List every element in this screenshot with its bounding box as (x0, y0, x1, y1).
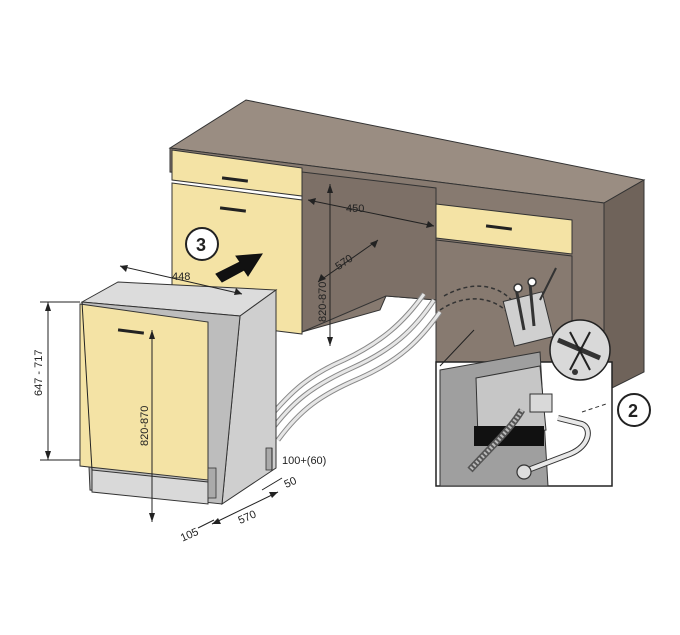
dim-cabinet-width: 450 (307, 198, 435, 228)
dim-label-50: 50 (282, 475, 298, 491)
dishwasher-leg-back (265, 447, 273, 471)
dim-plinth-depth: 50 (261, 475, 299, 491)
dim-label-105: 105 (179, 526, 201, 544)
push-arrow-icon (215, 253, 263, 283)
dim-label-cabinet-height: 820-870 (317, 282, 329, 322)
dim-label-450: 450 (346, 203, 364, 215)
dim-cabinet-height: 820-870 (317, 184, 333, 346)
dishwasher (79, 281, 278, 505)
dim-label-570-dw: 570 (236, 508, 258, 526)
connection-detail-inset (435, 351, 613, 487)
cabinet-end-side (603, 179, 645, 393)
right-drawer-handle (485, 224, 513, 231)
water-tap-icon (502, 267, 557, 347)
dishwasher-door-panel (79, 303, 209, 481)
step-3-marker: 3 (185, 227, 219, 261)
step-2-marker: 2 (617, 393, 651, 427)
step-2-label: 2 (628, 401, 638, 421)
dim-label-plinth-gap: 100+(60) (282, 455, 326, 467)
left-cabinet-drawer (171, 149, 303, 197)
step-3-label: 3 (196, 235, 206, 255)
dishwasher-plinth (91, 469, 209, 505)
dim-label-panel-height: 647 - 717 (33, 350, 45, 396)
inset-pointer (439, 329, 475, 367)
dim-dishwasher-height: 820-870 (139, 330, 155, 522)
valve-detail-circle (549, 319, 611, 381)
dishwasher-leg-front (207, 467, 217, 499)
dishwasher-handle (117, 328, 145, 335)
drawer-handle (221, 176, 249, 183)
drain-hoses (260, 285, 517, 442)
dim-label-dw-height: 820-870 (139, 406, 151, 446)
dim-plinth-gap: 100+(60) (271, 448, 326, 470)
dim-front-offset: 105 (179, 519, 215, 544)
dim-label-448: 448 (172, 271, 190, 283)
door-handle (219, 206, 247, 213)
dim-dishwasher-width: 448 (119, 265, 243, 295)
dim-panel-height: 647 - 717 (33, 301, 80, 461)
